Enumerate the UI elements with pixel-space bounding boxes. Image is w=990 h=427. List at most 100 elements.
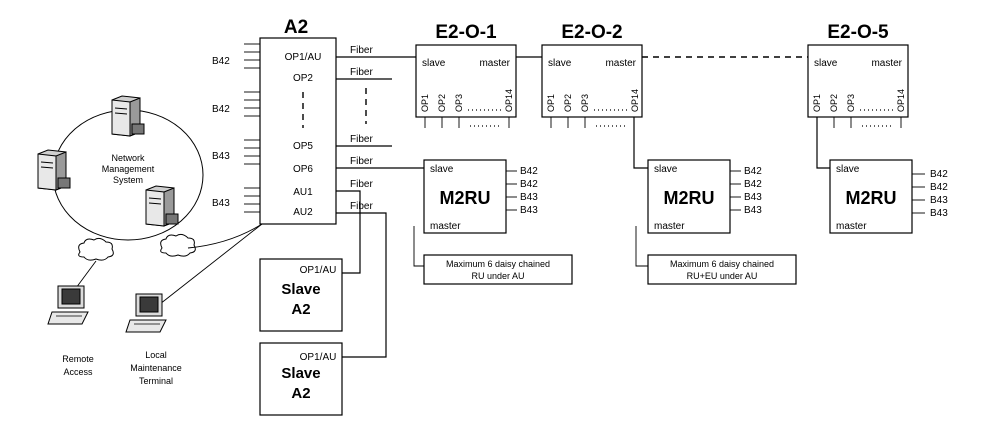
a2-band-label: B43 (212, 198, 230, 209)
note-2: Maximum 6 daisy chained RU+EU under AU (647, 254, 797, 285)
fiber-label: Fiber (350, 67, 373, 78)
m2ru-band: B42 (520, 179, 538, 190)
e2-master-label: master (871, 58, 902, 69)
m2ru-title: M2RU (439, 188, 490, 208)
e2-slave-label: slave (814, 58, 838, 69)
slave-a2-line2: A2 (291, 385, 310, 402)
e2-box (807, 44, 909, 118)
e2-slave-label: slave (548, 58, 572, 69)
e2-port-label: OP2 (829, 94, 839, 112)
m2ru-band: B43 (520, 205, 538, 216)
a2-band-label: B42 (212, 104, 230, 115)
computer-icon (47, 285, 89, 325)
e2-port-label: OP3 (846, 94, 856, 112)
m2ru-slave-label: slave (430, 164, 454, 175)
e2-unit-1: E2-O-1 slave master OP1 OP2 OP3 OP14 (415, 22, 517, 128)
note-line1: Maximum 6 daisy chained (446, 259, 550, 269)
m2ru-band: B42 (744, 166, 762, 177)
a2-band-label: B42 (212, 56, 230, 67)
m2ru-band: B43 (930, 195, 948, 206)
m2ru-2-note-link (635, 226, 648, 267)
m2ru-band: B42 (744, 179, 762, 190)
m2ru-band: B42 (930, 182, 948, 193)
a2-port-op5: OP5 (293, 141, 313, 152)
e2-title: E2-O-1 (435, 22, 497, 43)
m2ru-master-label: master (836, 221, 867, 232)
fiber-label: Fiber (350, 134, 373, 145)
m2ru-master-label: master (430, 221, 461, 232)
m2ru-box (647, 159, 731, 234)
a2-port-op1au: OP1/AU (285, 52, 322, 63)
m2ru-1-note-link (413, 226, 424, 267)
a2-band-label: B43 (212, 151, 230, 162)
e2-port-label: OP14 (896, 89, 906, 112)
note-line2: RU+EU under AU (687, 271, 758, 281)
server-icon (145, 185, 179, 227)
slave-a2-box (259, 258, 343, 332)
fiber-label: Fiber (350, 179, 373, 190)
nms-label: System (113, 175, 143, 185)
e2-port-label: OP3 (580, 94, 590, 112)
e2-box (541, 44, 643, 118)
e2-port-label: OP2 (563, 94, 573, 112)
e2-port-label: OP3 (454, 94, 464, 112)
link-cloud-a2 (187, 223, 263, 249)
m2ru-title: M2RU (845, 188, 896, 208)
e2-master-label: master (479, 58, 510, 69)
e2-unit-5: E2-O-5 slave master OP1 OP2 OP3 OP14 (807, 22, 909, 128)
m2ru-unit-2: slave M2RU master B42 B42 B43 B43 (647, 159, 762, 234)
a2-left-ticks (244, 43, 260, 213)
local-terminal-label: Maintenance (130, 363, 182, 373)
slave-a2-1: OP1/AU Slave A2 (259, 258, 343, 332)
a2-title: A2 (284, 17, 308, 38)
slave-a2-2: OP1/AU Slave A2 (259, 342, 343, 416)
a2-port-op2: OP2 (293, 73, 313, 84)
fiber-label: Fiber (350, 201, 373, 212)
e2-box (415, 44, 517, 118)
fiber-line-au2 (336, 212, 387, 358)
e2-port-label: OP2 (437, 94, 447, 112)
m2ru-title: M2RU (663, 188, 714, 208)
remote-access-label: Remote (62, 354, 94, 364)
cloud-icon (78, 237, 114, 261)
m2ru-box (829, 159, 913, 234)
m2ru-unit-1: slave M2RU master B42 B42 B43 B43 (423, 159, 538, 234)
slave-a2-line1: Slave (281, 281, 320, 298)
note-line1: Maximum 6 daisy chained (670, 259, 774, 269)
local-terminal-label: Terminal (139, 376, 173, 386)
server-icon (37, 149, 71, 191)
m2ru-slave-label: slave (654, 164, 678, 175)
slave-a2-line1: Slave (281, 365, 320, 382)
m2ru-unit-3: slave M2RU master B42 B42 B43 B43 (829, 159, 948, 234)
e2-port-label: OP14 (630, 89, 640, 112)
note-box (423, 254, 573, 285)
slave-a2-box (259, 342, 343, 416)
link-e2-5-op1-to-m2ru-3 (816, 117, 830, 169)
m2ru-band: B42 (930, 169, 948, 180)
m2ru-band: B43 (744, 205, 762, 216)
link-cloud-remote (75, 260, 97, 289)
fiber-line-au1 (336, 190, 361, 274)
e2-port-label: OP1 (420, 94, 430, 112)
m2ru-band: B42 (520, 166, 538, 177)
nms-label: Management (102, 164, 155, 174)
server-icon (111, 95, 145, 137)
nms-label: Network (111, 153, 145, 163)
link-e2-2-op14-to-m2ru-2 (633, 117, 648, 169)
slave-a2-port: OP1/AU (300, 352, 337, 363)
fiber-label: Fiber (350, 45, 373, 56)
local-terminal-label: Local (145, 350, 167, 360)
a2-port-au2: AU2 (293, 207, 313, 218)
e2-unit-2: E2-O-2 slave master OP1 OP2 OP3 OP14 (541, 22, 643, 128)
fiber-links: Fiber Fiber Fiber Fiber Fiber Fiber (336, 45, 424, 358)
m2ru-master-label: master (654, 221, 685, 232)
note-line2: RU under AU (471, 271, 524, 281)
note-box (647, 254, 797, 285)
e2-port-label: OP1 (546, 94, 556, 112)
e2-title: E2-O-2 (561, 22, 622, 43)
slave-a2-line2: A2 (291, 301, 310, 318)
m2ru-band: B43 (744, 192, 762, 203)
e2-port-label: OP1 (812, 94, 822, 112)
